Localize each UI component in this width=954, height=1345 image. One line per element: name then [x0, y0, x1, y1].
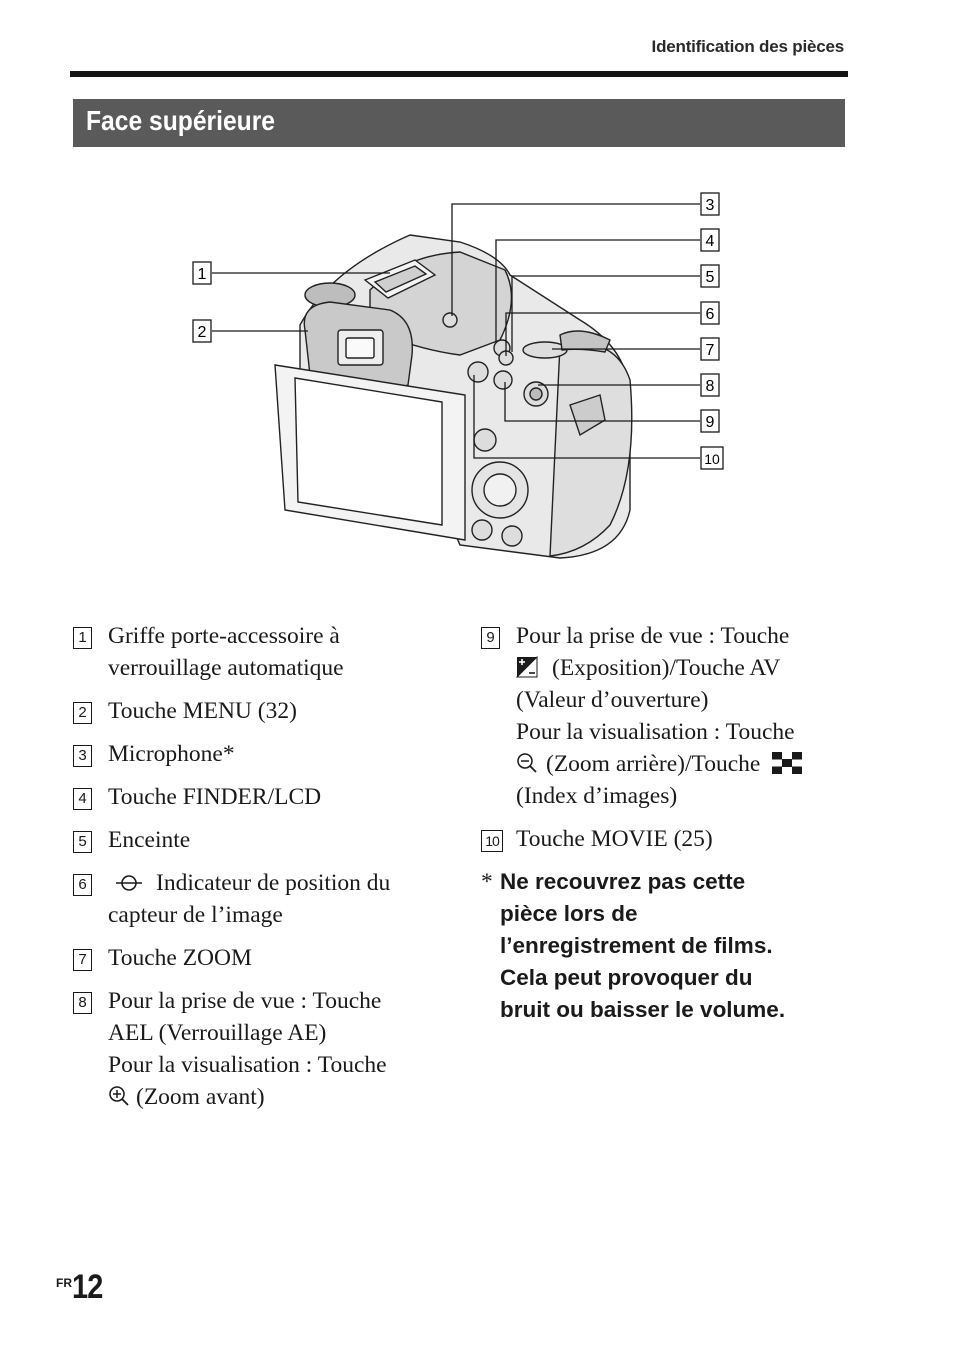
right-column: 9 Pour la prise de vue : Touche (Exposit…	[481, 620, 841, 1026]
section-title: Face supérieure	[86, 105, 276, 136]
item-line: (Zoom avant)	[108, 1081, 453, 1113]
item-line: Touche FINDER/LCD	[108, 784, 322, 810]
svg-text:1: 1	[198, 266, 207, 283]
note-line: pièce lors de	[500, 901, 638, 926]
item-line: verrouillage automatique	[108, 655, 344, 681]
callout-10: 10	[700, 446, 724, 470]
note-line: l’enregistrement de films.	[500, 933, 773, 958]
item-number: 6	[73, 874, 92, 896]
list-item-3: 3 Microphone*	[73, 738, 453, 770]
svg-text:6: 6	[706, 306, 715, 323]
header-rule	[70, 71, 848, 77]
list-item-5: 5 Enceinte	[73, 824, 453, 856]
list-item-4: 4 Touche FINDER/LCD	[73, 781, 453, 813]
warning-note: * Ne recouvrez pas cette pièce lors de l…	[481, 866, 841, 1026]
svg-text:2: 2	[198, 324, 207, 341]
list-item-9: 9 Pour la prise de vue : Touche (Exposit…	[481, 620, 841, 812]
svg-text:7: 7	[706, 342, 715, 359]
svg-text:10: 10	[704, 451, 720, 467]
callout-6: 6	[700, 301, 720, 325]
note-marker: *	[481, 869, 493, 895]
item-number: 5	[73, 831, 92, 853]
left-column: 1 Griffe porte-accessoire à verrouillage…	[73, 620, 453, 1124]
item-line: Pour la visualisation : Touche	[516, 719, 795, 745]
camera-illustration: 1 2 3 4 5 6 7 8 9 10	[192, 192, 724, 559]
item-number: 8	[73, 992, 92, 1014]
svg-text:5: 5	[706, 269, 715, 286]
item-number: 2	[73, 702, 92, 724]
callout-7: 7	[700, 337, 720, 361]
item-line: Pour la visualisation : Touche	[108, 1052, 387, 1078]
item-line: Pour la prise de vue : Touche	[108, 988, 382, 1014]
item-line: AEL (Verrouillage AE)	[108, 1020, 327, 1046]
section-bar: Face supérieure	[73, 99, 845, 147]
image-index-icon	[772, 752, 803, 774]
callout-8: 8	[700, 373, 720, 397]
svg-text:8: 8	[706, 378, 715, 395]
sensor-position-icon	[116, 875, 142, 891]
list-item-2: 2 Touche MENU (32)	[73, 695, 453, 727]
callout-1: 1	[192, 261, 212, 285]
item-number: 10	[481, 830, 503, 852]
item-line: (Index d’images)	[516, 783, 678, 809]
item-line: (Exposition)/Touche AV	[516, 652, 841, 684]
list-item-7: 7 Touche ZOOM	[73, 942, 453, 974]
page-number: 12	[72, 1268, 103, 1306]
callout-5: 5	[700, 264, 720, 288]
item-number: 4	[73, 788, 92, 810]
callout-4: 4	[700, 228, 720, 252]
item-line: Touche MOVIE (25)	[516, 826, 713, 852]
item-number: 9	[481, 627, 500, 649]
folio-language: FR	[56, 1276, 72, 1290]
item-line: Pour la prise de vue : Touche	[516, 623, 790, 649]
zoom-in-icon	[109, 1086, 129, 1106]
item-number: 1	[73, 627, 92, 649]
note-line: bruit ou baisser le volume.	[500, 997, 786, 1022]
item-line: Touche MENU (32)	[108, 698, 297, 724]
note-line: Cela peut provoquer du	[500, 965, 753, 990]
svg-text:3: 3	[706, 197, 715, 214]
svg-text:4: 4	[706, 233, 715, 250]
list-item-6: 6 Indicateur de position du capteur de l…	[73, 867, 453, 931]
item-line: Enceinte	[108, 827, 191, 853]
callout-2: 2	[192, 319, 212, 343]
item-line: (Zoom arrière)/Touche	[516, 748, 841, 780]
list-item-8: 8 Pour la prise de vue : Touche AEL (Ver…	[73, 985, 453, 1113]
callout-9: 9	[700, 409, 720, 433]
item-line: Indicateur de position du	[108, 867, 453, 899]
page-folio: FR12	[56, 1268, 108, 1307]
note-line: Ne recouvrez pas cette	[500, 869, 746, 894]
item-number: 7	[73, 949, 92, 971]
callout-3: 3	[700, 192, 720, 216]
item-line: capteur de l’image	[108, 902, 283, 928]
running-head: Identification des pièces	[651, 37, 845, 56]
item-line: (Valeur d’ouverture)	[516, 687, 709, 713]
item-number: 3	[73, 745, 92, 767]
item-line: Griffe porte-accessoire à	[108, 623, 340, 649]
list-item-1: 1 Griffe porte-accessoire à verrouillage…	[73, 620, 453, 684]
item-line: Microphone*	[108, 741, 235, 767]
exposure-icon	[516, 656, 538, 678]
svg-text:9: 9	[706, 414, 715, 431]
zoom-out-icon	[517, 753, 537, 773]
item-line: Touche ZOOM	[108, 945, 252, 971]
list-item-10: 10 Touche MOVIE (25)	[481, 823, 841, 855]
